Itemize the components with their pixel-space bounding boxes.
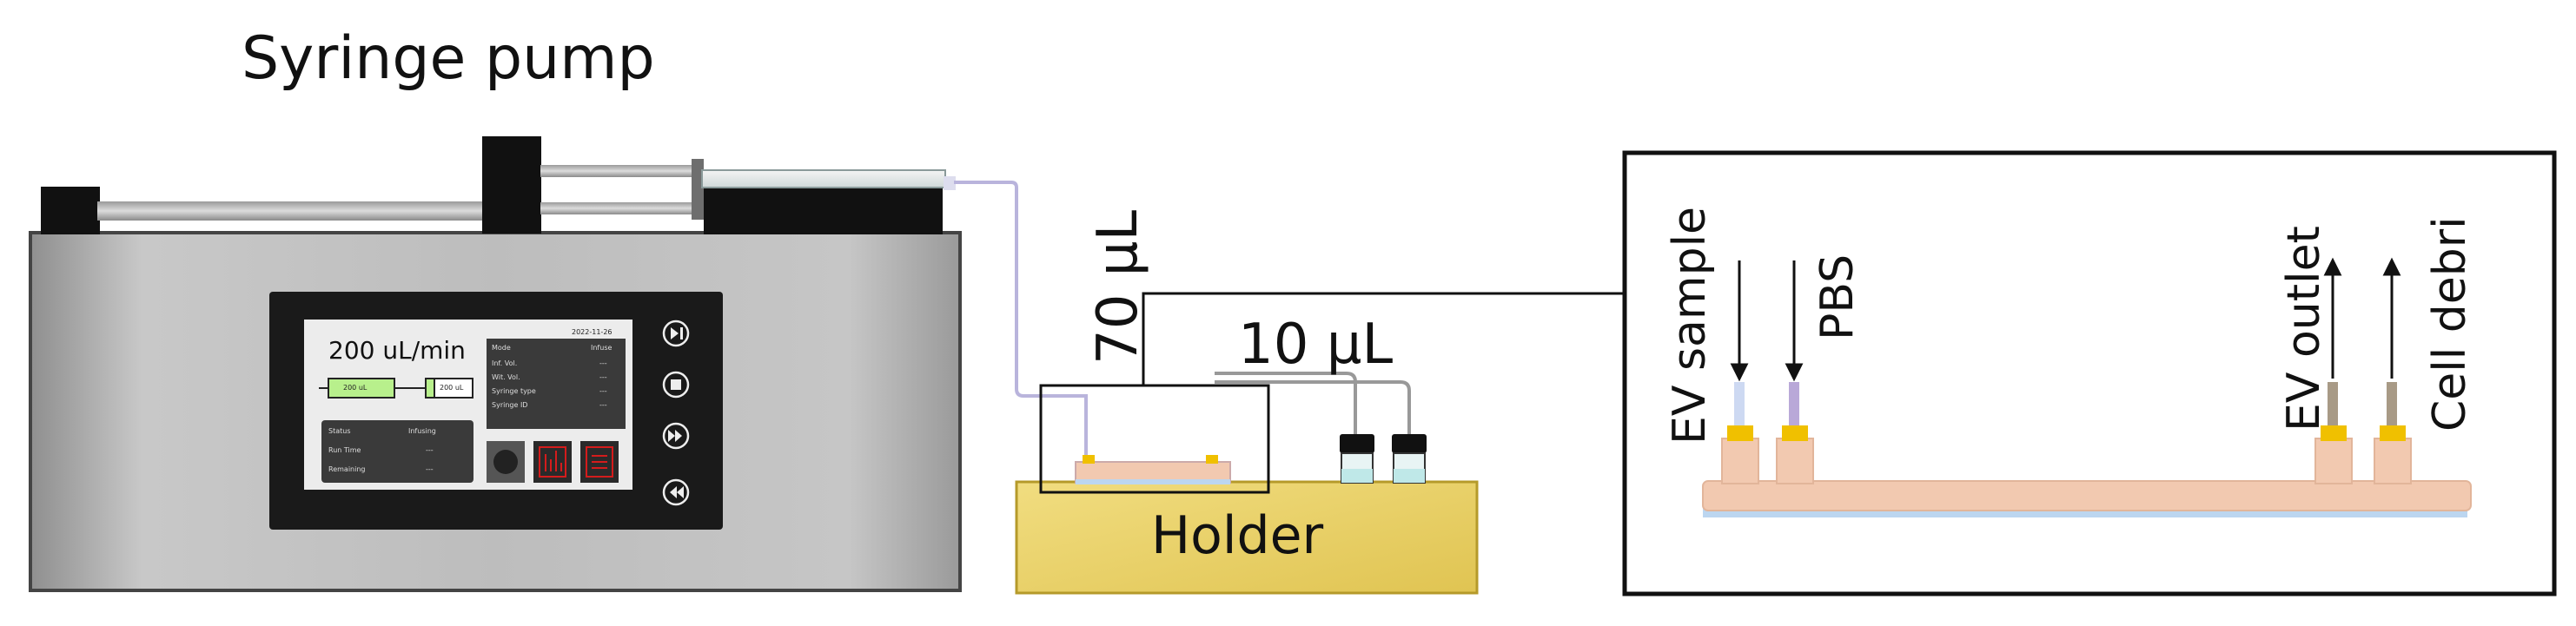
vial-1 [1340,434,1374,484]
holder-label: Holder [1151,505,1324,566]
ev-sample-label: EV sample [1664,206,1716,445]
connector-pbs [1782,425,1808,441]
status-row-label: Remaining [328,465,366,473]
status-row-value: Infusing [408,427,436,435]
pbs-label: PBS [1811,254,1864,340]
screen-flow-rate: 200 uL/min [328,336,466,365]
status-row-label: Run Time [328,446,361,454]
chip-channel [1702,480,2472,511]
syringe-pump [29,136,962,592]
info-row-value: --- [599,401,607,409]
volume-70-label: 70 µL [1086,209,1150,365]
connector-ev-outlet [2321,425,2347,441]
info-row-label: Syringe ID [492,401,528,409]
screen-date: 2022-11-26 [572,328,613,336]
plunger-rod-top [540,165,697,177]
plunger-head [692,159,704,220]
pump-title: Syringe pump [242,24,655,93]
screen-status-panel [321,420,473,483]
info-row-label: Syringe type [492,387,536,395]
info-row-value: Infuse [591,344,613,352]
play-pause-icon[interactable] [662,320,690,347]
info-row-value: --- [599,387,607,395]
volume-10-label: 10 µL [1238,313,1394,377]
status-row-label: Status [328,427,351,435]
screen-syringe-label-2: 200 uL [440,384,464,392]
holder-assembly [1015,384,1479,595]
status-row-value: --- [426,446,434,454]
vial-2 [1392,434,1427,484]
rewind-icon[interactable] [662,478,690,506]
connector-cell-debri [2380,425,2406,441]
cell-debri-label: Cell debri [2424,216,2476,432]
pump-guide-rod [97,201,484,221]
info-row-value: --- [599,359,607,367]
screen-syringe-label-1: 200 uL [343,384,368,392]
syringe-clamp-block [704,187,943,234]
syringe-barrel [701,169,946,188]
status-row-value: --- [426,465,434,473]
info-row-label: Wit. Vol. [492,373,520,381]
connector-ev-sample [1727,425,1753,441]
plunger-rod-bottom [540,202,697,214]
info-row-value: --- [599,373,607,381]
info-row-label: Inf. Vol. [492,359,518,367]
screen-info-panel [487,339,626,429]
callout-line [1142,292,1625,385]
ev-outlet-label: EV outlet [2278,226,2330,432]
zoom-box [1039,384,1270,494]
chip-detail-panel [1622,150,2557,596]
holder-block [1015,480,1479,595]
pump-pusher-block [482,136,541,234]
syringe-tip [944,176,956,190]
pump-left-block [41,187,100,234]
tubing [954,181,1411,458]
fast-forward-icon[interactable] [662,422,690,450]
info-row-label: Mode [492,344,511,352]
stop-icon[interactable] [662,371,690,399]
